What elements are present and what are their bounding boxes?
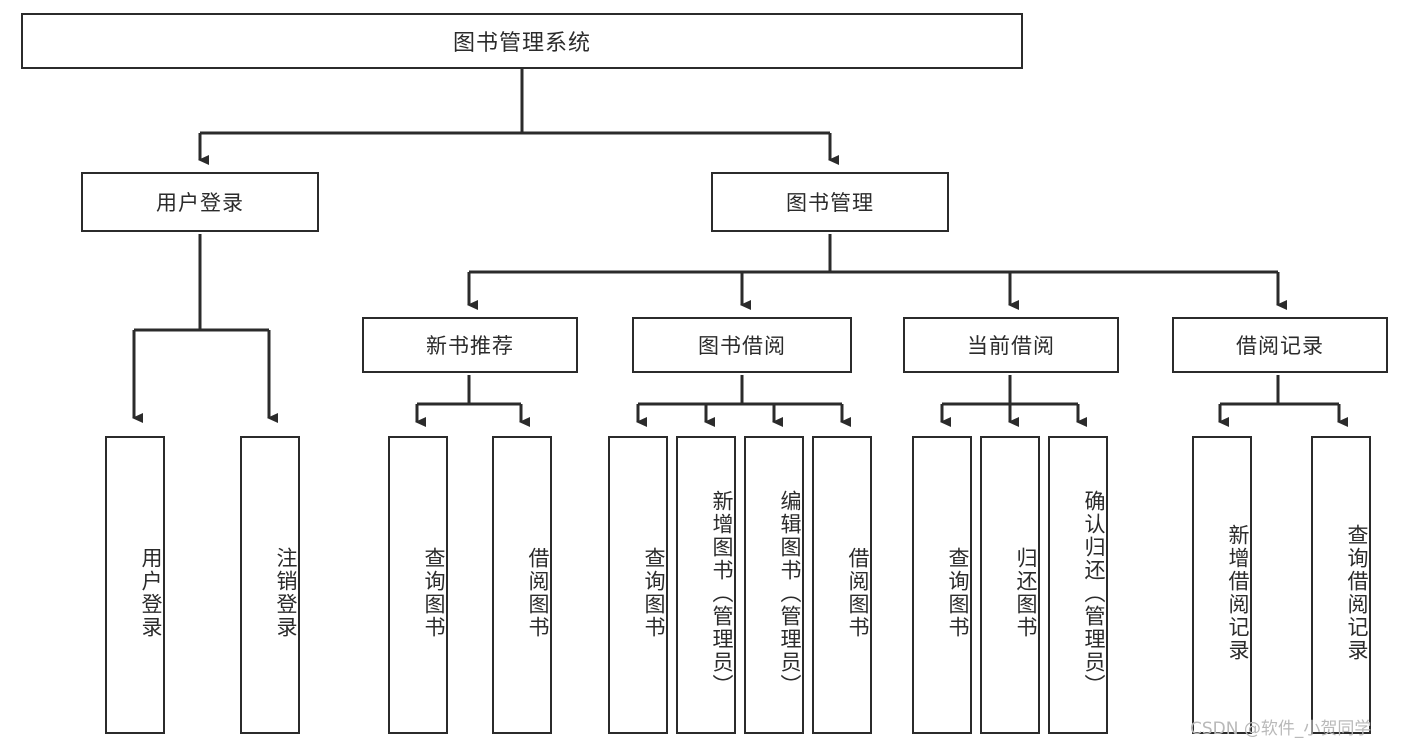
node-label: 新增图书（管理员） [710,489,734,697]
leaf-recommend-query-book[interactable]: 查询图书 [388,436,448,734]
node-label: 图书管理系统 [452,31,591,56]
leaf-record-add-record[interactable]: 新增借阅记录 [1192,436,1252,734]
leaf-record-query-record[interactable]: 查询借阅记录 [1311,436,1371,734]
node-label: 查询图书 [422,547,446,639]
node-label: 当前借阅 [967,334,1055,358]
leaf-user-login-logout[interactable]: 注销登录 [240,436,300,734]
leaf-current-confirm-return-admin[interactable]: 确认归还（管理员） [1048,436,1108,734]
leaf-recommend-borrow-book[interactable]: 借阅图书 [492,436,552,734]
node-new-book-recommend[interactable]: 新书推荐 [362,317,578,373]
leaf-current-query-book[interactable]: 查询图书 [912,436,972,734]
node-label: 图书管理 [786,191,874,215]
node-label: 确认归还（管理员） [1082,489,1106,697]
node-label: 借阅记录 [1236,334,1324,358]
node-book-borrow[interactable]: 图书借阅 [632,317,852,373]
leaf-current-return-book[interactable]: 归还图书 [980,436,1040,734]
node-label: 注销登录 [274,547,298,639]
node-label: 归还图书 [1014,547,1038,639]
node-label: 图书借阅 [698,334,786,358]
node-current-borrow[interactable]: 当前借阅 [903,317,1119,373]
node-borrow-record[interactable]: 借阅记录 [1172,317,1388,373]
node-user-login[interactable]: 用户登录 [81,172,319,232]
node-book-management[interactable]: 图书管理 [711,172,949,232]
node-label: 查询借阅记录 [1345,524,1369,662]
node-label: 查询图书 [946,547,970,639]
leaf-borrow-add-book-admin[interactable]: 新增图书（管理员） [676,436,736,734]
node-label: 新书推荐 [426,334,514,358]
leaf-borrow-borrow-book[interactable]: 借阅图书 [812,436,872,734]
node-label: 查询图书 [642,547,666,639]
leaf-borrow-query-book[interactable]: 查询图书 [608,436,668,734]
node-label: 编辑图书（管理员） [778,489,802,697]
node-root-system[interactable]: 图书管理系统 [21,13,1023,69]
node-label: 新增借阅记录 [1226,524,1250,662]
node-label: 借阅图书 [846,547,870,639]
node-label: 用户登录 [139,547,163,639]
leaf-borrow-edit-book-admin[interactable]: 编辑图书（管理员） [744,436,804,734]
watermark-text: CSDN @软件_小贺同学 [1190,719,1372,739]
node-label: 用户登录 [156,191,244,215]
leaf-user-login-login[interactable]: 用户登录 [105,436,165,734]
node-label: 借阅图书 [526,547,550,639]
